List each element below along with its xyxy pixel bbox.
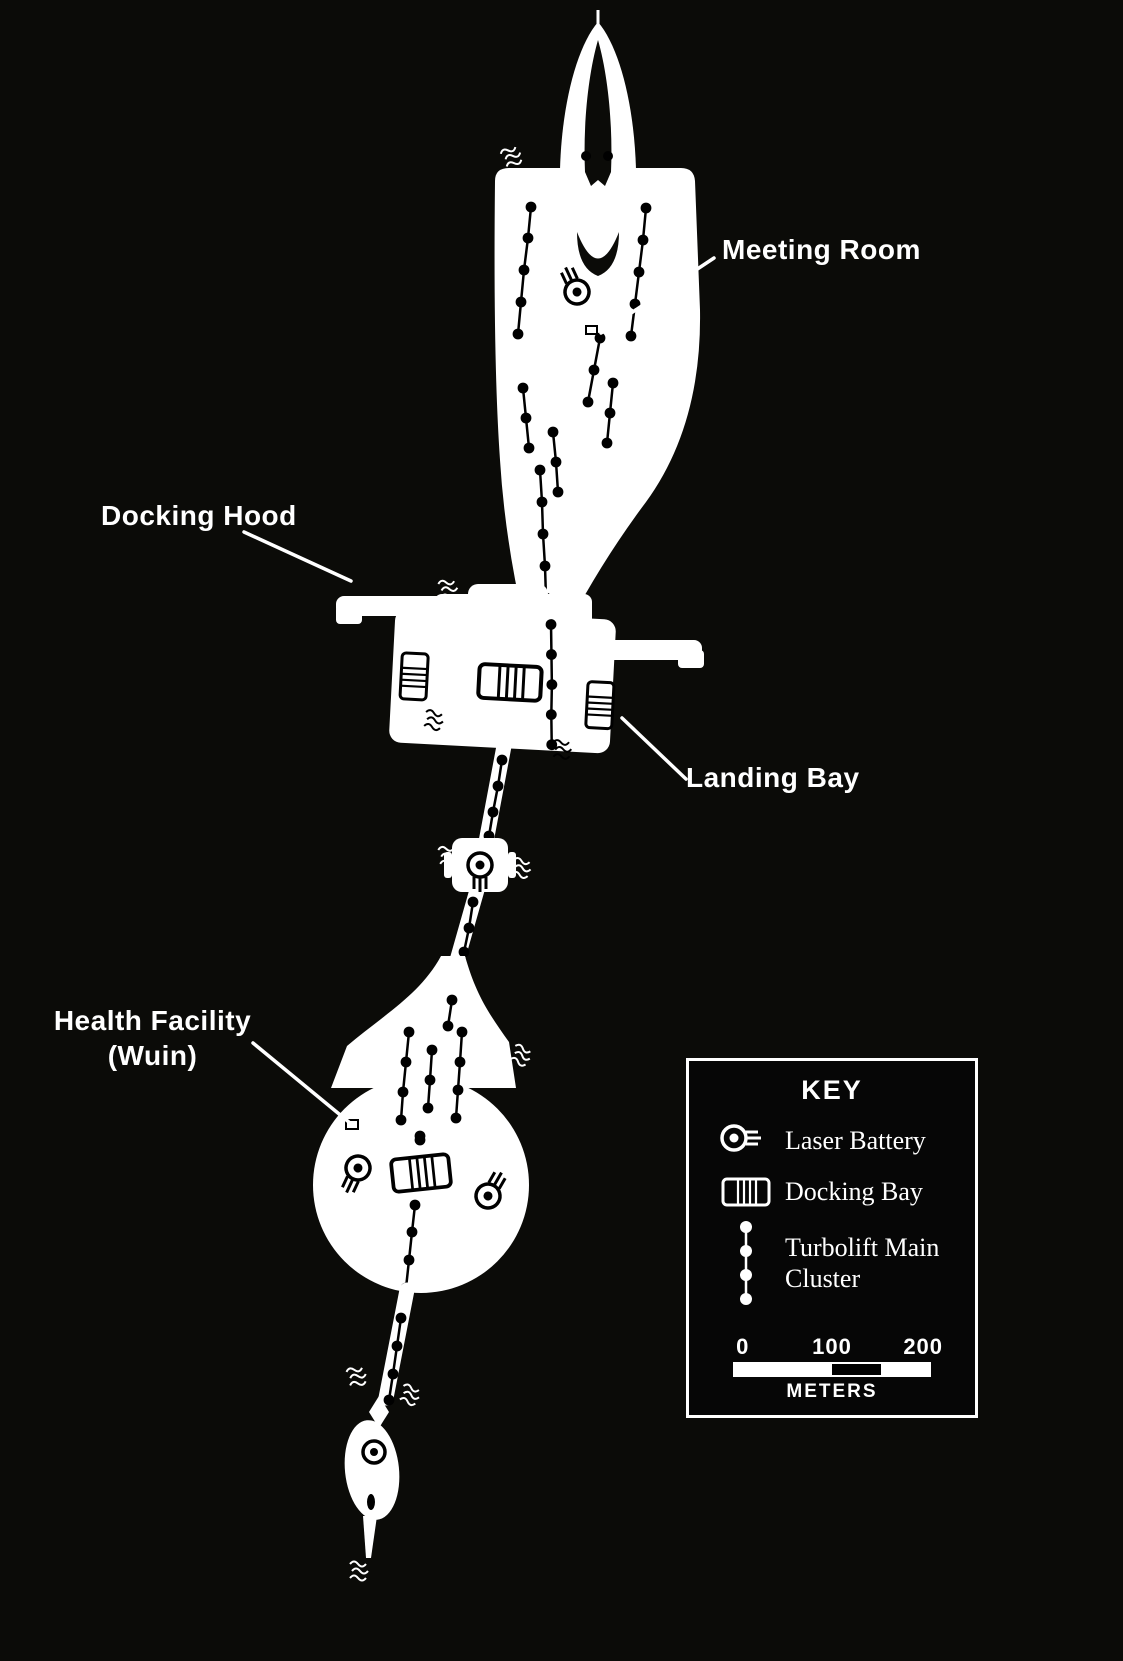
callout-docking-hood: [242, 530, 353, 583]
mid-module: [444, 838, 516, 894]
key-row-laser-battery: Laser Battery: [707, 1118, 957, 1164]
docking-hood-right: [606, 640, 704, 668]
tail-pod: [344, 1282, 415, 1558]
health-facility-bulb: [313, 956, 529, 1294]
turbolift-icon: [740, 1221, 752, 1305]
landing-bay-label: Landing Bay: [686, 762, 860, 793]
scale-tick-0: 0: [736, 1334, 750, 1359]
scale-bar-area: 0 100 200 METERS: [707, 1334, 957, 1403]
scale-tick-200: 200: [903, 1334, 944, 1359]
turbolift-chains-upper: [512, 201, 652, 604]
health-facility-label-line1: Health Facility: [53, 1005, 252, 1036]
scale-bar: [733, 1362, 931, 1377]
callout-meeting-room: [599, 256, 716, 335]
key-row-turbolift: Turbolift Main Cluster: [707, 1220, 957, 1306]
key-label-docking-bay: Docking Bay: [785, 1177, 923, 1207]
health-facility-label: Health Facility (Wuin): [40, 1003, 265, 1073]
key-title: KEY: [801, 1075, 863, 1105]
scale-ticks: 0 100 200: [735, 1334, 942, 1360]
landing-bay-complex: [389, 584, 616, 761]
callout-health-facility: [251, 1041, 352, 1125]
command-fork: [559, 10, 637, 292]
key-label-turbolift: Turbolift Main Cluster: [785, 1232, 940, 1293]
key-row-docking-bay: Docking Bay: [707, 1174, 957, 1210]
docking-hood-label: Docking Hood: [101, 500, 297, 531]
scale-unit-label: METERS: [786, 1381, 878, 1402]
health-facility-label-line2: (Wuin): [107, 1040, 198, 1071]
laser-battery-icon: [720, 1124, 763, 1152]
callout-lines: [242, 256, 716, 1125]
callout-landing-bay: [620, 716, 688, 781]
docking-bay-icon: [721, 1177, 771, 1207]
key-label-laser-battery: Laser Battery: [785, 1126, 926, 1156]
scale-tick-100: 100: [812, 1334, 852, 1359]
meeting-room-label: Meeting Room: [722, 234, 921, 265]
map-key: KEY Laser Battery Docking Bay: [686, 1058, 978, 1418]
health-facility-marker: [345, 1119, 359, 1130]
meeting-room-marker: [585, 325, 598, 335]
